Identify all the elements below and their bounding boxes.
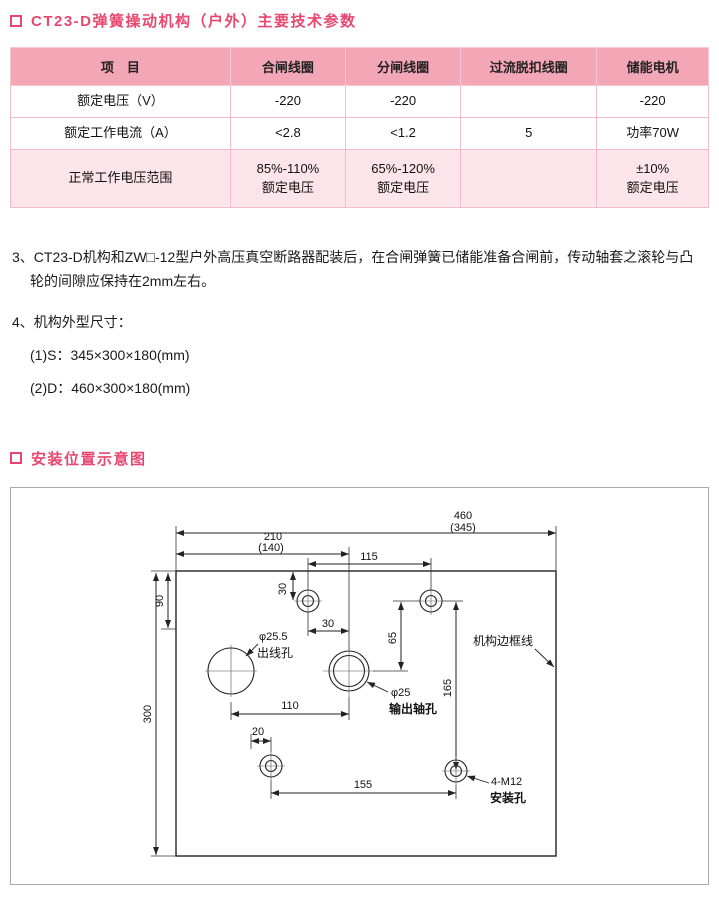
table-cell: 5	[460, 116, 598, 150]
dim-115-label: 115	[360, 551, 378, 563]
dim-90-label: 90	[154, 595, 166, 607]
cell-line: ±10%	[636, 160, 670, 176]
leader-output-shaft-hole	[366, 681, 389, 693]
col-header-opening-coil: 分闸线圈	[345, 47, 462, 86]
dim-30-mid-label: 30	[322, 618, 334, 630]
dim-210-label: 210	[264, 531, 282, 543]
mounting-drawing: 460 (345) 210 (140) 115 30 90 300 30 65 …	[142, 510, 557, 857]
dim-140-label: (140)	[258, 542, 284, 554]
installation-diagram-frame: 460 (345) 210 (140) 115 30 90 300 30 65 …	[10, 486, 709, 885]
section-title-parameters-text: CT23-D弹簧操动机构（户外）主要技术参数	[31, 13, 357, 30]
leader-lines	[245, 643, 555, 784]
holes	[207, 589, 468, 783]
table-row-rated-voltage: 额定电压（V） -220 -220 -220	[10, 85, 709, 118]
table-row-voltage-range: 正常工作电压范围 85%-110% 额定电压 65%-120% 额定电压 ±10…	[10, 148, 709, 209]
table-cell: -220	[345, 85, 462, 118]
col-header-item: 项 目	[10, 47, 231, 86]
shaft-hole-diameter-label: φ25	[391, 687, 410, 699]
document-page: CT23-D弹簧操动机构（户外）主要技术参数 项 目 合闸线圈 分闸线圈 过流脱…	[10, 10, 709, 885]
section-title-installation: 安装位置示意图	[10, 448, 709, 469]
leader-outlet-hole	[245, 643, 259, 657]
table-cell: 功率70W	[596, 116, 709, 150]
table-cell: ±10% 额定电压	[596, 148, 709, 209]
table-cell: <1.2	[345, 116, 462, 150]
dim-460-label: 460	[454, 510, 472, 522]
leader-frame-line	[534, 648, 555, 668]
section-title-installation-text: 安装位置示意图	[31, 450, 147, 468]
table-row-rated-current: 额定工作电流（A） <2.8 <1.2 5 功率70W	[10, 116, 709, 150]
table-cell: 85%-110% 额定电压	[229, 148, 347, 209]
col-header-closing-coil: 合闸线圈	[229, 47, 347, 86]
table-cell: 65%-120% 额定电压	[345, 148, 462, 209]
dim-20-label: 20	[252, 726, 264, 738]
mechanism-outline	[175, 570, 557, 857]
row-label: 额定工作电流（A）	[10, 116, 231, 150]
table-cell: <2.8	[229, 116, 347, 150]
parameters-table: 项 目 合闸线圈 分闸线圈 过流脱扣线圈 储能电机 额定电压（V） -220 -…	[10, 47, 709, 209]
dim-110-label: 110	[281, 700, 299, 712]
dim-345-label: (345)	[450, 522, 476, 534]
square-bullet-icon	[10, 452, 22, 465]
section-title-parameters: CT23-D弹簧操动机构（户外）主要技术参数	[10, 10, 709, 31]
table-cell	[460, 85, 598, 118]
dim-30-top-label: 30	[277, 583, 289, 595]
cell-line: 额定电压	[626, 179, 679, 195]
table-cell: -220	[596, 85, 709, 118]
col-header-motor: 储能电机	[596, 47, 709, 86]
table-cell	[460, 148, 598, 209]
row-label: 额定电压（V）	[10, 85, 231, 118]
cell-line: 85%-110%	[256, 160, 320, 176]
dim-155-label: 155	[354, 779, 372, 791]
dim-165-label: 165	[442, 679, 454, 697]
cell-line: 额定电压	[377, 179, 430, 195]
center-marks	[205, 586, 470, 785]
cell-line: 额定电压	[261, 179, 314, 195]
note-item-3: 3、CT23-D机构和ZW□-12型户外高压真空断路器配装后，在合闸弹簧已储能准…	[12, 249, 694, 290]
col-header-overcurrent-coil: 过流脱扣线圈	[460, 47, 598, 86]
extension-lines	[151, 525, 557, 857]
cell-line: 65%-120%	[371, 160, 435, 176]
dim-65-label: 65	[387, 632, 399, 644]
dimension-d: (2)D：460×300×180(mm)	[30, 379, 191, 396]
dimension-s: (1)S：345×300×180(mm)	[30, 346, 190, 363]
mounting-hole-label: 安装孔	[490, 790, 526, 805]
dimension-lines	[153, 529, 556, 855]
table-cell: -220	[229, 85, 347, 118]
outlet-hole-diameter-label: φ25.5	[259, 631, 288, 643]
note-item-4: 4、机构外型尺寸：	[12, 313, 132, 330]
leader-mounting-hole	[466, 775, 490, 784]
outlet-hole-label: 出线孔	[257, 646, 293, 660]
shaft-hole-label: 输出轴孔	[389, 701, 437, 716]
mounting-hole-qty-label: 4-M12	[491, 776, 522, 788]
square-bullet-icon	[10, 14, 22, 27]
dim-300-label: 300	[142, 705, 154, 723]
row-label: 正常工作电压范围	[10, 148, 231, 209]
table-header-row: 项 目 合闸线圈 分闸线圈 过流脱扣线圈 储能电机	[10, 47, 709, 86]
frame-line-label: 机构边框线	[473, 633, 533, 648]
